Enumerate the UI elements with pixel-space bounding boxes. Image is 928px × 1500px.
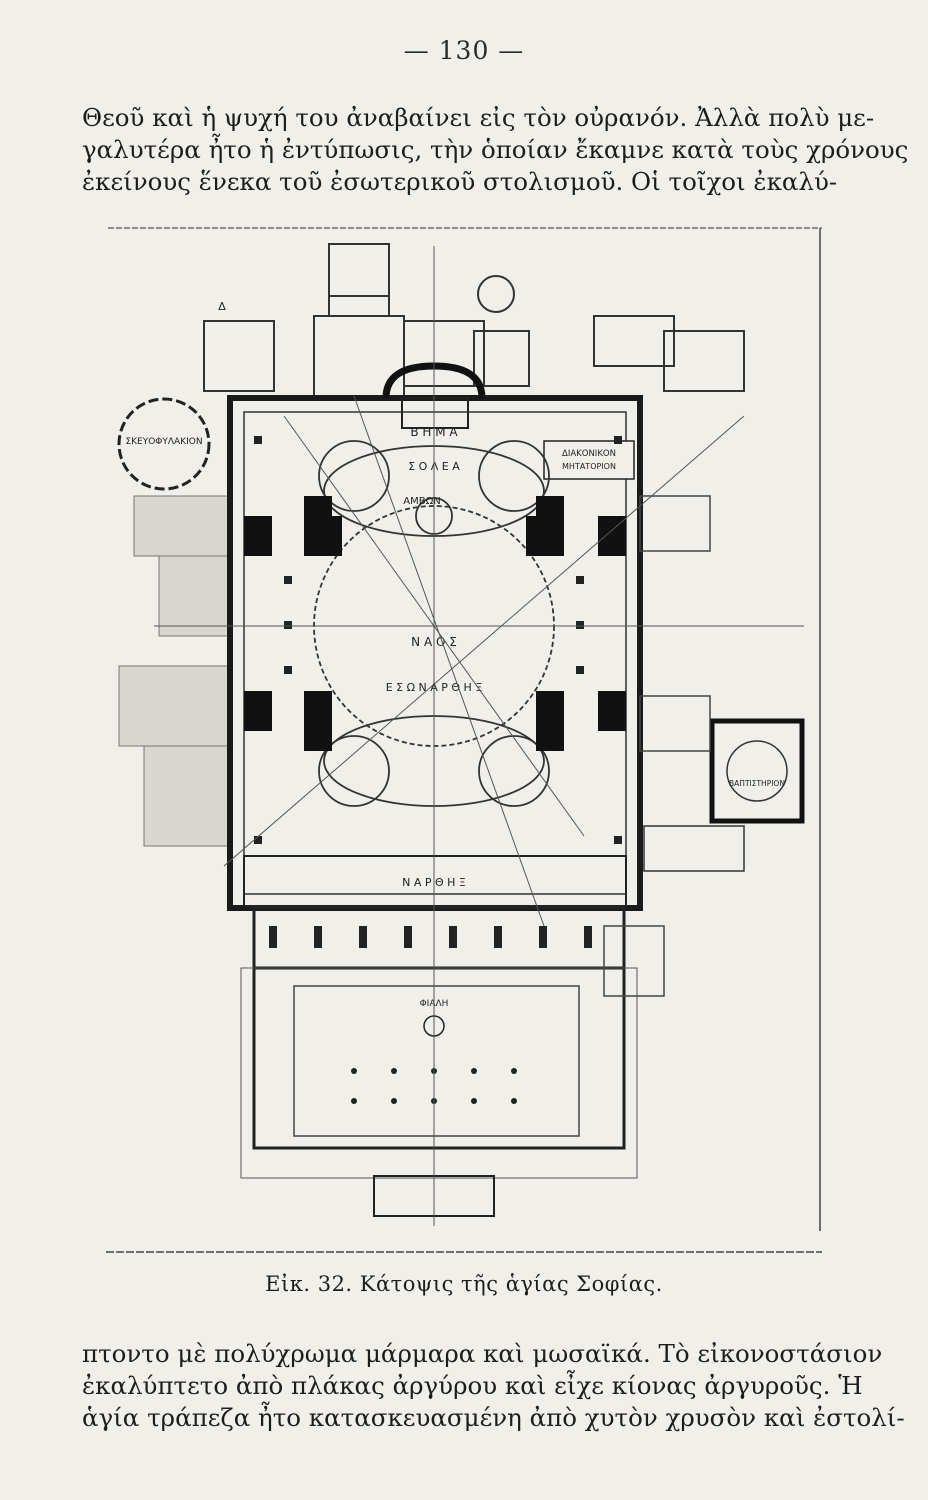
top-paragraph: Θεοῦ καὶ ἡ ψυχή του ἀναβαίνει εἰς τὸν οὐ… — [82, 102, 909, 198]
label-ambon: ΑΜΒΩΝ — [403, 496, 440, 507]
text-line: πτοντο μὲ πολύχρωμα μάρμαρα καὶ μωσαϊκά.… — [82, 1339, 883, 1368]
text-line: ἐκείνους ἕνεκα τοῦ ἐσωτερικοῦ στολισμοῦ.… — [82, 167, 838, 196]
text-line: γαλυτέρα ἦτο ἡ ἐντύπωσις, τὴν ὁποίαν ἔκα… — [82, 135, 909, 164]
text-line: ἐκαλύπτετο ἀπὸ πλάκας ἀργύρου καὶ εἶχε κ… — [82, 1371, 863, 1400]
figure-caption: Εἰκ. 32. Κάτοψις τῆς ἁγίας Σοφίας. — [265, 1272, 663, 1296]
label-baptistirion: ΒΑΠΤΙΣΤΗΡΙΟΝ — [729, 779, 785, 788]
bottom-paragraph: πτοντο μὲ πολύχρωμα μάρμαρα καὶ μωσαϊκά.… — [82, 1338, 905, 1434]
label-skeuophylakion: ΣΚΕΥΟΦΥΛΑΚΙΟΝ — [125, 437, 202, 447]
floor-plan-figure: ΣΚΕΥΟΦΥΛΑΚΙΟΝ Δ Β Η Μ Α ΔΙΑΚΟΝΙΚΟΝ ΜΗΤΑΤ… — [104, 226, 822, 1256]
label-delta: Δ — [218, 300, 226, 313]
page-number: — 130 — — [403, 36, 525, 65]
label-diakonikon: ΔΙΑΚΟΝΙΚΟΝ — [562, 449, 616, 459]
label-mitatorion: ΜΗΤΑΤΟΡΙΟΝ — [562, 462, 616, 471]
text-line: ἁγία τράπεζα ἦτο κατασκευασμένη ἀπὸ χυτὸ… — [82, 1403, 905, 1432]
floor-plan-drawing: ΣΚΕΥΟΦΥΛΑΚΙΟΝ Δ Β Η Μ Α ΔΙΑΚΟΝΙΚΟΝ ΜΗΤΑΤ… — [106, 227, 822, 1253]
text-line: Θεοῦ καὶ ἡ ψυχή του ἀναβαίνει εἰς τὸν οὐ… — [82, 103, 875, 132]
